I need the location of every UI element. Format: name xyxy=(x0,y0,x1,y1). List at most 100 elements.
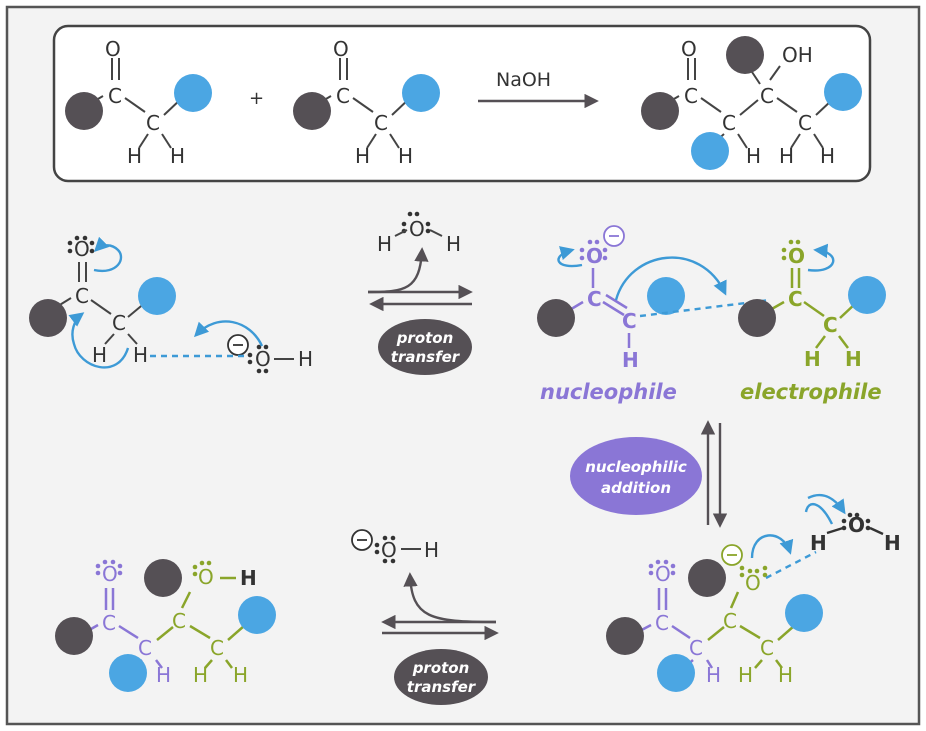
electrophile-label: electrophile xyxy=(740,380,882,404)
atom-h: H xyxy=(810,531,827,555)
dark-group xyxy=(65,92,103,130)
atom-c: C xyxy=(374,111,388,135)
atom-c: C xyxy=(336,84,350,108)
pill-line-2: transfer xyxy=(391,348,461,366)
blue-group xyxy=(402,74,440,112)
atom-c: C xyxy=(112,311,126,335)
atom-h: H xyxy=(778,663,793,687)
step3-water: O H H xyxy=(810,512,901,555)
blue-group xyxy=(238,596,276,634)
plus-sign: + xyxy=(249,88,264,109)
dark-group xyxy=(726,36,764,74)
reactant-2: O C C H H xyxy=(293,37,440,168)
atom-h: H xyxy=(446,232,461,256)
final-aldol-product: O C C H C O H C H H xyxy=(55,559,276,692)
atom-h: H xyxy=(738,663,753,687)
atom-c: C xyxy=(684,84,698,108)
atom-h: H xyxy=(240,566,257,590)
blue-group xyxy=(848,276,886,314)
step2-equilibrium-arrows xyxy=(700,420,728,528)
proton-transfer-pill-1: proton transfer xyxy=(378,319,472,375)
atom-o: O xyxy=(255,347,271,371)
step1-starting-aldehyde: O C C H H xyxy=(29,235,176,367)
overall-reaction-box xyxy=(52,24,872,183)
dark-group xyxy=(293,92,331,130)
enolate-nucleophile: O C C H xyxy=(537,225,685,372)
nucleophile-label: nucleophile xyxy=(540,380,677,404)
dark-group xyxy=(641,92,679,130)
atom-h: H xyxy=(622,348,639,372)
ch-bond-arrow xyxy=(68,312,130,369)
atom-h: H xyxy=(746,144,761,168)
atom-h: H xyxy=(355,144,370,168)
atom-o: O xyxy=(745,571,761,595)
atom-o: O xyxy=(198,565,214,589)
co-pi-arrow xyxy=(93,236,123,273)
pill-line-1: proton xyxy=(412,659,470,677)
protonation-dash xyxy=(765,550,817,580)
pill-line-2: transfer xyxy=(407,678,477,696)
atom-h: H xyxy=(845,347,862,371)
blue-group xyxy=(647,277,685,315)
carbonyl-pi-arrow xyxy=(807,243,835,272)
atom-o: O xyxy=(381,538,397,562)
atom-h: H xyxy=(424,538,439,562)
blue-group xyxy=(138,277,176,315)
atom-h: H xyxy=(193,663,208,687)
pill-line-1: nucleophilic xyxy=(585,458,687,476)
reagent-label: NaOH xyxy=(496,69,551,91)
aldehyde-electrophile: O C C H H xyxy=(738,239,886,371)
atom-c: C xyxy=(788,287,803,311)
dark-group xyxy=(688,559,726,597)
blue-group xyxy=(785,594,823,632)
atom-h: H xyxy=(133,343,148,367)
alkoxide-protonation-arrow xyxy=(750,534,794,559)
step3-hydroxide: O H xyxy=(351,529,439,564)
overall-reaction: O C C H H + O C C H H xyxy=(52,24,872,183)
enolate-resonance-arrow xyxy=(557,246,583,268)
atom-o: O xyxy=(409,217,425,241)
atom-c: C xyxy=(723,609,737,633)
atom-c: C xyxy=(587,287,602,311)
atom-o: O xyxy=(788,244,805,268)
atom-o: O xyxy=(586,244,603,268)
atom-c: C xyxy=(798,111,812,135)
aldol-product: O C C H C OH C H H xyxy=(641,36,862,170)
dark-group xyxy=(55,617,93,655)
atom-h: H xyxy=(92,343,107,367)
atom-o: O xyxy=(681,37,697,61)
dark-group xyxy=(29,299,67,337)
atom-c: C xyxy=(622,309,637,333)
atom-c: C xyxy=(172,609,186,633)
atom-o: O xyxy=(105,37,121,61)
atom-h: H xyxy=(377,232,392,256)
atom-c: C xyxy=(75,284,89,308)
atom-h: H xyxy=(127,144,142,168)
atom-c: C xyxy=(760,636,774,660)
step3-equilibrium-arrows xyxy=(381,572,499,641)
step1-water: O H H xyxy=(377,211,461,256)
atom-h: H xyxy=(820,144,835,168)
atom-h: H xyxy=(156,663,171,687)
atom-h: H xyxy=(804,347,821,371)
atom-o: O xyxy=(848,513,865,537)
step1-hydroxide: O H xyxy=(227,334,313,374)
atom-c: C xyxy=(102,611,116,635)
oh-bond-arrow-body xyxy=(804,503,834,525)
atom-o: O xyxy=(655,562,671,586)
step1-equilibrium-arrows xyxy=(367,247,473,312)
atom-c: C xyxy=(108,84,122,108)
atom-o: O xyxy=(333,37,349,61)
atom-c: C xyxy=(722,111,736,135)
atom-o: O xyxy=(102,562,118,586)
atom-c: C xyxy=(210,636,224,660)
hydroxide-attack-arrow xyxy=(194,320,264,347)
atom-c: C xyxy=(760,84,774,108)
oh-bond-arrow xyxy=(807,493,846,515)
alkoxide-intermediate: O C C H C O C H H xyxy=(606,544,823,692)
atom-h: H xyxy=(779,144,794,168)
atom-c: C xyxy=(689,636,703,660)
atom-h: H xyxy=(706,663,721,687)
blue-group xyxy=(824,73,862,111)
